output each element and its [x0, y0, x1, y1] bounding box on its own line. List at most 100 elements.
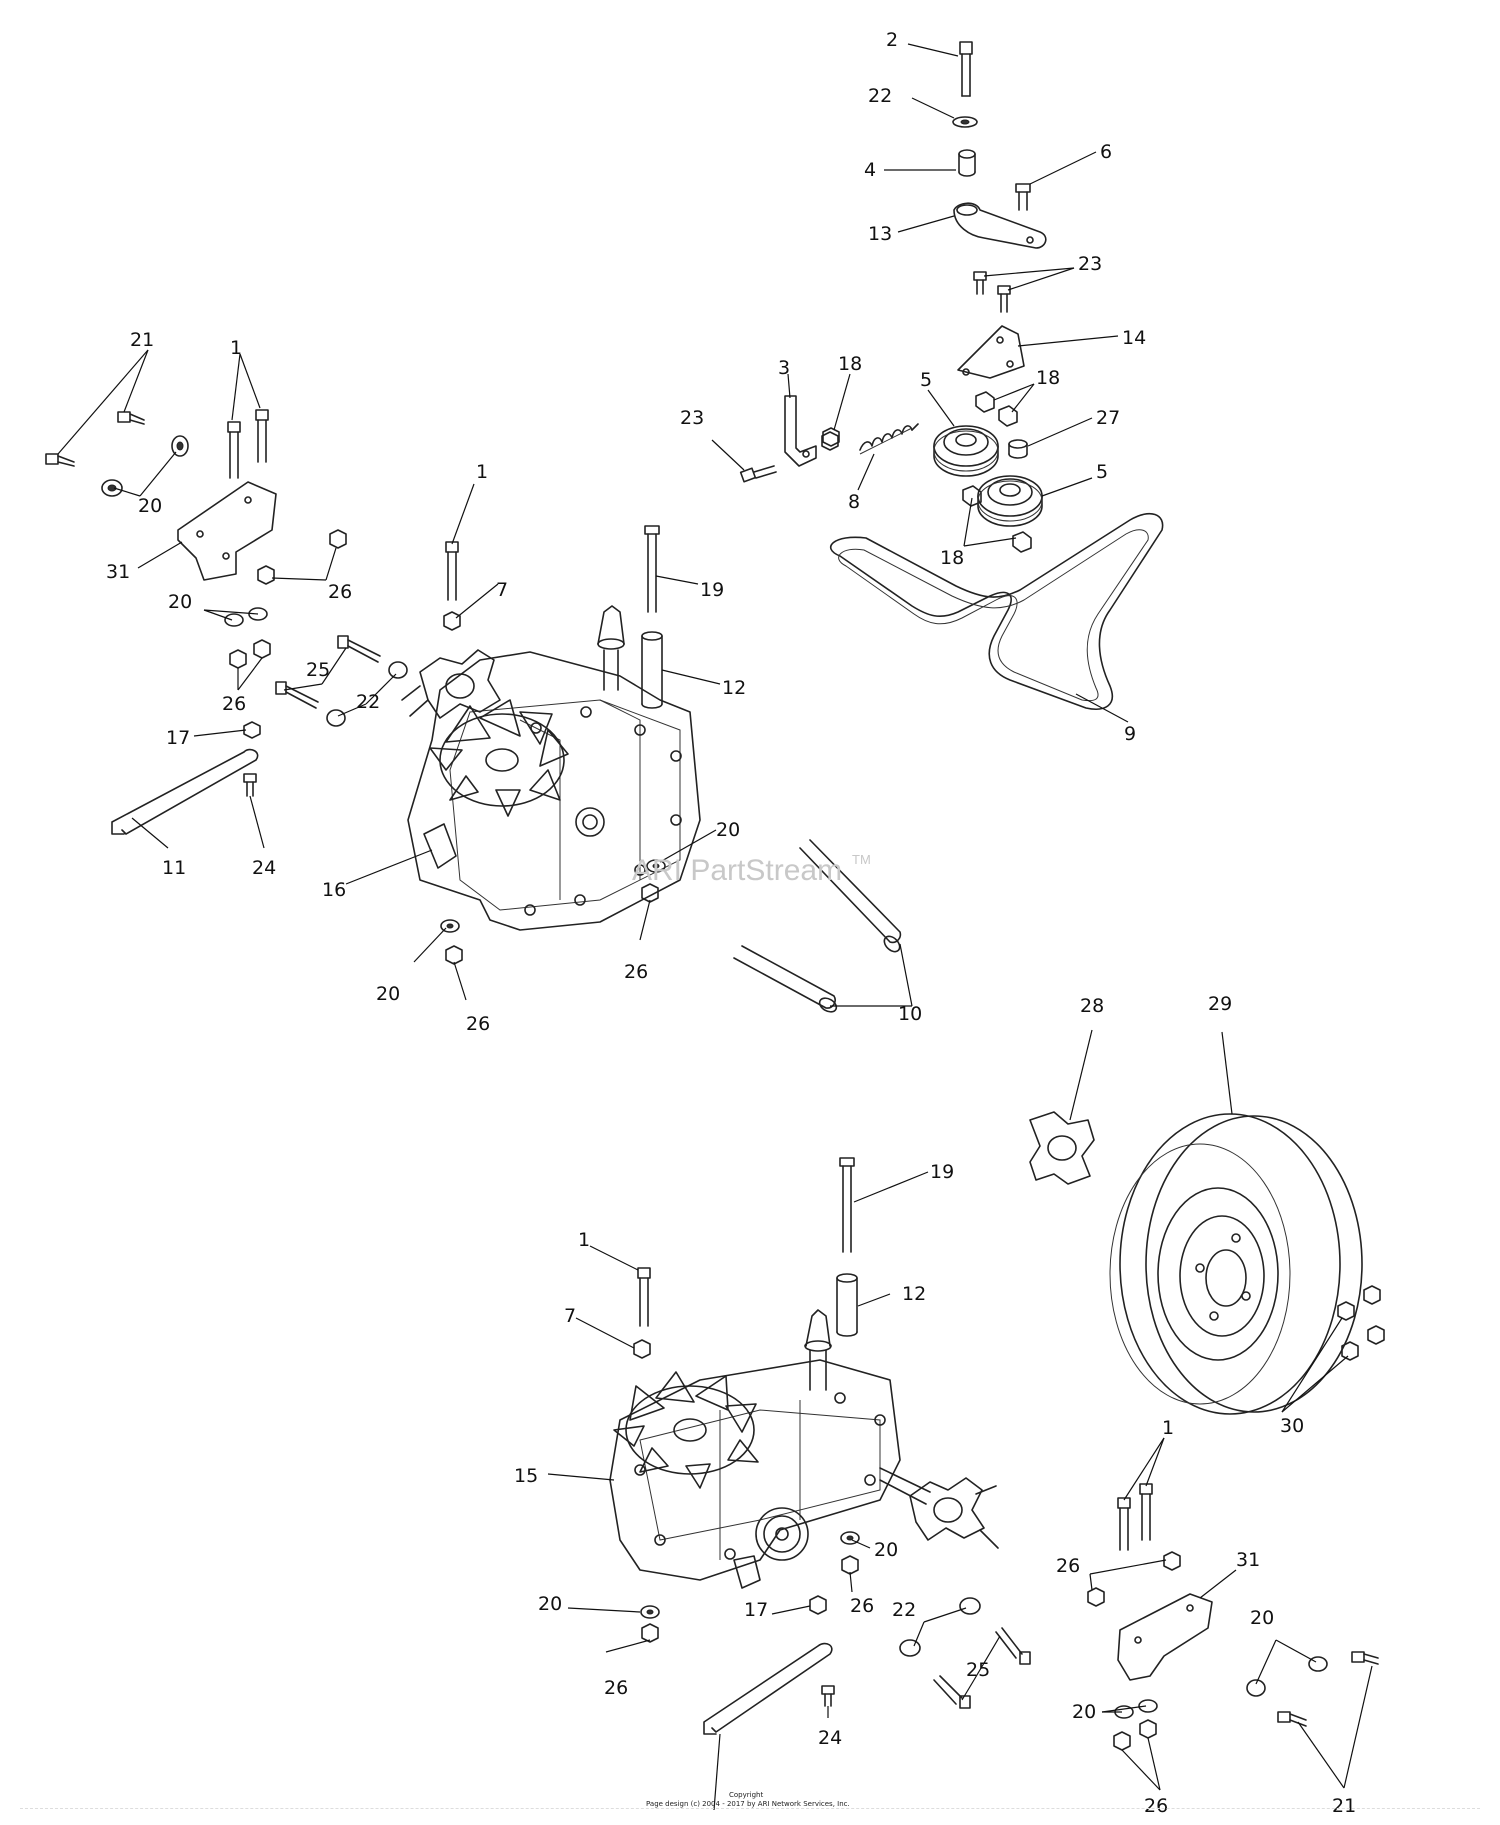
pulley-5-upper[interactable] — [933, 425, 999, 477]
control-rod-11-lower[interactable] — [703, 1642, 833, 1735]
transaxle-lower[interactable] — [609, 1157, 999, 1589]
bolts-1-upper-left[interactable] — [227, 409, 269, 479]
transaxle-upper[interactable] — [401, 525, 701, 931]
callout-18-b[interactable]: 18 — [940, 547, 964, 569]
callout-1-a[interactable]: 1 — [230, 337, 242, 359]
callout-1-b[interactable]: 1 — [476, 461, 488, 483]
bracket-31-upper[interactable] — [177, 481, 277, 581]
tubes-10[interactable] — [733, 839, 903, 1015]
control-rod-11-upper[interactable] — [111, 748, 259, 835]
callout-4[interactable]: 4 — [864, 159, 876, 181]
callout-22-c[interactable]: 22 — [892, 1599, 916, 1621]
callout-30[interactable]: 30 — [1280, 1415, 1304, 1437]
callout-20-f[interactable]: 20 — [538, 1593, 562, 1615]
callout-26-a[interactable]: 26 — [328, 581, 352, 603]
callout-25-a[interactable]: 25 — [306, 659, 330, 681]
callout-31-b[interactable]: 31 — [1236, 1549, 1260, 1571]
callout-29[interactable]: 29 — [1208, 993, 1232, 1015]
bracket-14[interactable] — [957, 325, 1025, 379]
nut-26-b[interactable] — [257, 565, 275, 585]
spacer-4[interactable] — [958, 149, 976, 177]
nut-26-a[interactable] — [329, 529, 347, 549]
callout-26-c[interactable]: 26 — [624, 961, 648, 983]
lower-transaxle-hardware[interactable] — [640, 1531, 860, 1643]
bracket-3[interactable] — [784, 395, 817, 467]
callout-16[interactable]: 16 — [322, 879, 346, 901]
spring-8[interactable] — [859, 423, 919, 455]
callout-18-a[interactable]: 18 — [1036, 367, 1060, 389]
callout-5-b[interactable]: 5 — [1096, 461, 1108, 483]
lug-nuts-30[interactable] — [1337, 1285, 1385, 1361]
bolts-21-lower[interactable] — [1277, 1651, 1379, 1727]
washer-20-b[interactable] — [101, 479, 123, 497]
bolts-21-upper[interactable] — [45, 411, 145, 467]
washer-20-g[interactable] — [1246, 1679, 1266, 1697]
washer-20-d[interactable] — [248, 607, 268, 621]
callout-20-a[interactable]: 20 — [138, 495, 162, 517]
drive-belt-9[interactable] — [829, 512, 1164, 710]
upper-transaxle-hardware[interactable] — [440, 859, 666, 965]
bolts-23[interactable] — [973, 271, 1011, 313]
callout-5-a[interactable]: 5 — [920, 369, 932, 391]
callout-1-c[interactable]: 1 — [578, 1229, 590, 1251]
washer-20-h[interactable] — [1308, 1656, 1328, 1672]
callout-2[interactable]: 2 — [886, 29, 898, 51]
callout-26-d[interactable]: 26 — [466, 1013, 490, 1035]
washer-22-b[interactable] — [388, 661, 408, 679]
bolts-1-lower-right[interactable] — [1117, 1483, 1153, 1551]
washer-22-e[interactable] — [899, 1639, 921, 1657]
callout-17-a[interactable]: 17 — [166, 727, 190, 749]
callout-23-a[interactable]: 23 — [1078, 253, 1102, 275]
wheel-adapter-28[interactable] — [1029, 1111, 1095, 1185]
washer-20-f[interactable] — [1138, 1699, 1158, 1713]
callout-19-a[interactable]: 19 — [700, 579, 724, 601]
callout-15[interactable]: 15 — [514, 1465, 538, 1487]
callout-11[interactable]: 11 — [162, 857, 186, 879]
bracket-31-lower[interactable] — [1117, 1593, 1213, 1681]
tire-29[interactable] — [1109, 1113, 1363, 1415]
bolt-24-upper[interactable] — [243, 773, 257, 797]
callout-31-a[interactable]: 31 — [106, 561, 130, 583]
bolt-2[interactable] — [959, 41, 973, 97]
callout-20-e[interactable]: 20 — [874, 1539, 898, 1561]
callout-8[interactable]: 8 — [848, 491, 860, 513]
callout-7-b[interactable]: 7 — [564, 1305, 576, 1327]
washer-22-c[interactable] — [326, 709, 346, 727]
nuts-26-lower-right[interactable] — [1087, 1551, 1181, 1751]
callout-20-g[interactable]: 20 — [1072, 1701, 1096, 1723]
callout-12-b[interactable]: 12 — [902, 1283, 926, 1305]
idler-arm-13[interactable] — [953, 202, 1047, 249]
callout-27[interactable]: 27 — [1096, 407, 1120, 429]
callout-18-c[interactable]: 18 — [838, 353, 862, 375]
callout-28[interactable]: 28 — [1080, 995, 1104, 1017]
spacer-27[interactable] — [1008, 439, 1028, 459]
callout-24-b[interactable]: 24 — [818, 1727, 842, 1749]
washer-20-c[interactable] — [224, 613, 244, 627]
washer-20-a[interactable] — [171, 435, 189, 457]
callout-26-f[interactable]: 26 — [604, 1677, 628, 1699]
callout-20-c[interactable]: 20 — [716, 819, 740, 841]
bolt-24-lower[interactable] — [821, 1685, 835, 1707]
nut-18-bracket[interactable] — [821, 431, 839, 451]
callout-22-b[interactable]: 22 — [356, 691, 380, 713]
callout-26-g[interactable]: 26 — [1056, 1555, 1080, 1577]
callout-14[interactable]: 14 — [1122, 327, 1146, 349]
callout-1-d[interactable]: 1 — [1162, 1417, 1174, 1439]
callout-6[interactable]: 6 — [1100, 141, 1112, 163]
callout-25-b[interactable]: 25 — [966, 1659, 990, 1681]
callout-17-b[interactable]: 17 — [744, 1599, 768, 1621]
callout-9[interactable]: 9 — [1124, 723, 1136, 745]
washer-22-d[interactable] — [959, 1597, 981, 1615]
bolt-23-left[interactable] — [739, 465, 777, 483]
callout-20-h[interactable]: 20 — [1250, 1607, 1274, 1629]
nut-26-d[interactable] — [253, 639, 271, 659]
callout-26-b[interactable]: 26 — [222, 693, 246, 715]
washer-22[interactable] — [952, 116, 978, 128]
callout-7-a[interactable]: 7 — [496, 579, 508, 601]
bolt-6[interactable] — [1015, 183, 1031, 211]
callout-19-b[interactable]: 19 — [930, 1161, 954, 1183]
pulley-5-lower[interactable] — [977, 475, 1043, 527]
callout-20-d[interactable]: 20 — [376, 983, 400, 1005]
callout-26-e[interactable]: 26 — [850, 1595, 874, 1617]
callout-3[interactable]: 3 — [778, 357, 790, 379]
